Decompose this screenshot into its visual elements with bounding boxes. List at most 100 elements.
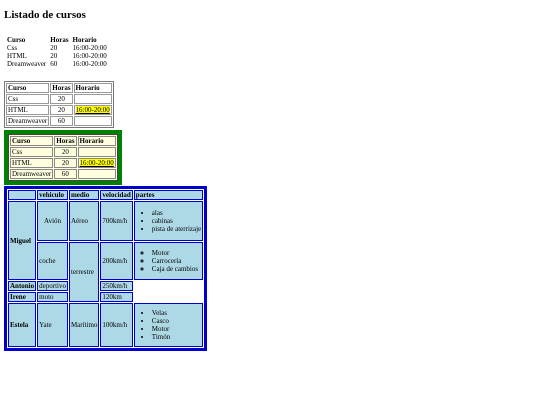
list-item: Timón	[152, 333, 201, 341]
highlighted-schedule: 16:00-20:00	[79, 159, 114, 168]
header-curso: Curso	[7, 36, 26, 44]
cell-velocidad: 700km/h	[100, 201, 133, 242]
cell-vehiculo: Yate	[37, 303, 68, 348]
header-horas: Horas	[50, 36, 69, 44]
cell-horas: 20	[50, 44, 58, 53]
row-header-estela: Estela	[8, 303, 37, 348]
cell-partes: Motor Carrocería Caja de cambios	[133, 242, 204, 281]
cell-curso: HTML	[7, 52, 27, 61]
cell-velocidad: 120km	[100, 292, 133, 303]
cell-vehiculo: moto	[37, 292, 68, 303]
header-horas: Horas	[54, 136, 77, 147]
cell-curso: Dreamweaver	[10, 169, 54, 180]
header-horas: Horas	[50, 83, 73, 94]
table-row: Antonio deportivo 250km/h	[8, 281, 204, 303]
table-row: HTML 20 16:00-20:00	[10, 158, 116, 169]
parts-list: Velas Casco Motor Timón	[136, 309, 201, 341]
cell-horas: 60	[50, 60, 58, 69]
header-partes: partes	[133, 190, 204, 201]
header-empty	[8, 190, 37, 201]
cell-velocidad: 250km/h	[100, 281, 133, 292]
cell-horas: 20	[50, 52, 58, 61]
table-header-row: Curso Horas Horario	[10, 136, 116, 147]
table-header-row: Curso Horas Horario	[6, 83, 112, 94]
header-medio: medio	[68, 190, 100, 201]
cell-horario	[73, 116, 112, 127]
cell-horario: 16:00-20:00	[77, 158, 116, 169]
row-header-irene: Irene	[8, 292, 37, 303]
vehicles-table: vehiculo medio velocidad partes Miguel A…	[4, 186, 208, 352]
cell-medio: Aéreo	[68, 201, 100, 242]
list-item: alas	[152, 209, 201, 217]
highlighted-schedule: 16:00-20:00	[75, 106, 110, 115]
table-row: Css 20	[10, 147, 116, 158]
table-row: Dreamweaver 60	[6, 116, 112, 127]
table-row: coche terrestre 200km/h Motor Carrocería…	[8, 242, 204, 303]
header-horario: Horario	[73, 83, 112, 94]
cell-horario: 16:00-20:00	[72, 44, 107, 53]
table-row: Estela Yate Marítimo 100km/h Velas Casco…	[8, 303, 204, 348]
header-curso: Curso	[10, 136, 54, 147]
cell-velocidad: 100km/h	[100, 303, 133, 348]
courses-table-plain: Curso Horas Horario Css 20 16:00-20:00 H…	[4, 36, 110, 68]
list-item: pista de aterrizaje	[152, 225, 201, 233]
cell-curso: HTML	[10, 158, 54, 169]
cell-curso: Css	[10, 147, 54, 158]
cell-curso: HTML	[6, 105, 50, 116]
header-horario: Horario	[72, 36, 97, 44]
cell-vehiculo: Avión	[37, 201, 68, 242]
cell-horario: 16:00-20:00	[73, 105, 112, 116]
header-curso: Curso	[6, 83, 50, 94]
cell-horas: 20	[50, 105, 73, 116]
table-row: Dreamweaver 60	[10, 169, 116, 180]
cell-horas: 20	[54, 147, 77, 158]
table-row: Css 20 16:00-20:00	[6, 44, 108, 52]
courses-table-green: Curso Horas Horario Css 20 HTML 20 16:00…	[8, 134, 118, 182]
row-header-miguel: Miguel	[8, 201, 37, 281]
cell-curso: Dreamweaver	[6, 116, 50, 127]
cell-empty	[133, 281, 204, 303]
list-item: Motor	[152, 249, 201, 257]
list-item: Velas	[152, 309, 201, 317]
cell-horas: 20	[50, 94, 73, 105]
cell-horario: 16:00-20:00	[72, 60, 107, 69]
table-row: Irene moto 120km	[8, 292, 203, 303]
list-item: cabinas	[152, 217, 201, 225]
table-row: Dreamweaver 60 16:00-20:00	[6, 60, 108, 68]
table-row: Miguel Avión Aéreo 700km/h alas cabinas …	[8, 201, 204, 281]
cell-curso: Css	[6, 94, 50, 105]
header-horario: Horario	[77, 136, 116, 147]
cell-horario	[73, 94, 112, 105]
table-header-row: vehiculo medio velocidad partes	[8, 190, 204, 201]
cell-curso: Dreamweaver	[7, 60, 47, 69]
parts-list: alas cabinas pista de aterrizaje	[136, 209, 201, 233]
table-header-row: Curso Horas Horario	[6, 36, 108, 44]
cell-horas: 20	[54, 158, 77, 169]
cell-horario: 16:00-20:00	[72, 52, 107, 61]
row-header-antonio: Antonio	[8, 281, 37, 292]
parts-list: Motor Carrocería Caja de cambios	[136, 249, 201, 273]
cell-partes: alas cabinas pista de aterrizaje	[133, 201, 204, 242]
cell-curso: Css	[7, 44, 18, 53]
green-table-frame: Curso Horas Horario Css 20 HTML 20 16:00…	[4, 130, 122, 186]
list-item: Carrocería	[152, 257, 201, 265]
courses-table-bordered: Curso Horas Horario Css 20 HTML 20 16:00…	[4, 81, 114, 129]
list-item: Casco	[152, 317, 201, 325]
cell-horas: 60	[50, 116, 73, 127]
cell-medio-terrestre: terrestre	[68, 242, 100, 303]
cell-horario	[77, 147, 116, 158]
table-row: HTML 20 16:00-20:00	[6, 105, 112, 116]
header-vehiculo: vehiculo	[37, 190, 68, 201]
cell-horario	[77, 169, 116, 180]
cell-partes: Velas Casco Motor Timón	[133, 303, 204, 348]
header-velocidad: velocidad	[100, 190, 133, 201]
cell-medio: Marítimo	[68, 303, 100, 348]
page-title: Listado de cursos	[4, 9, 86, 21]
table-row: Css 20	[6, 94, 112, 105]
list-item: Motor	[152, 325, 201, 333]
cell-horas: 60	[54, 169, 77, 180]
list-item: Caja de cambios	[152, 265, 201, 273]
cell-vehiculo: deportivo	[37, 281, 68, 292]
table-row: HTML 20 16:00-20:00	[6, 52, 108, 60]
cell-vehiculo: coche	[37, 242, 68, 281]
